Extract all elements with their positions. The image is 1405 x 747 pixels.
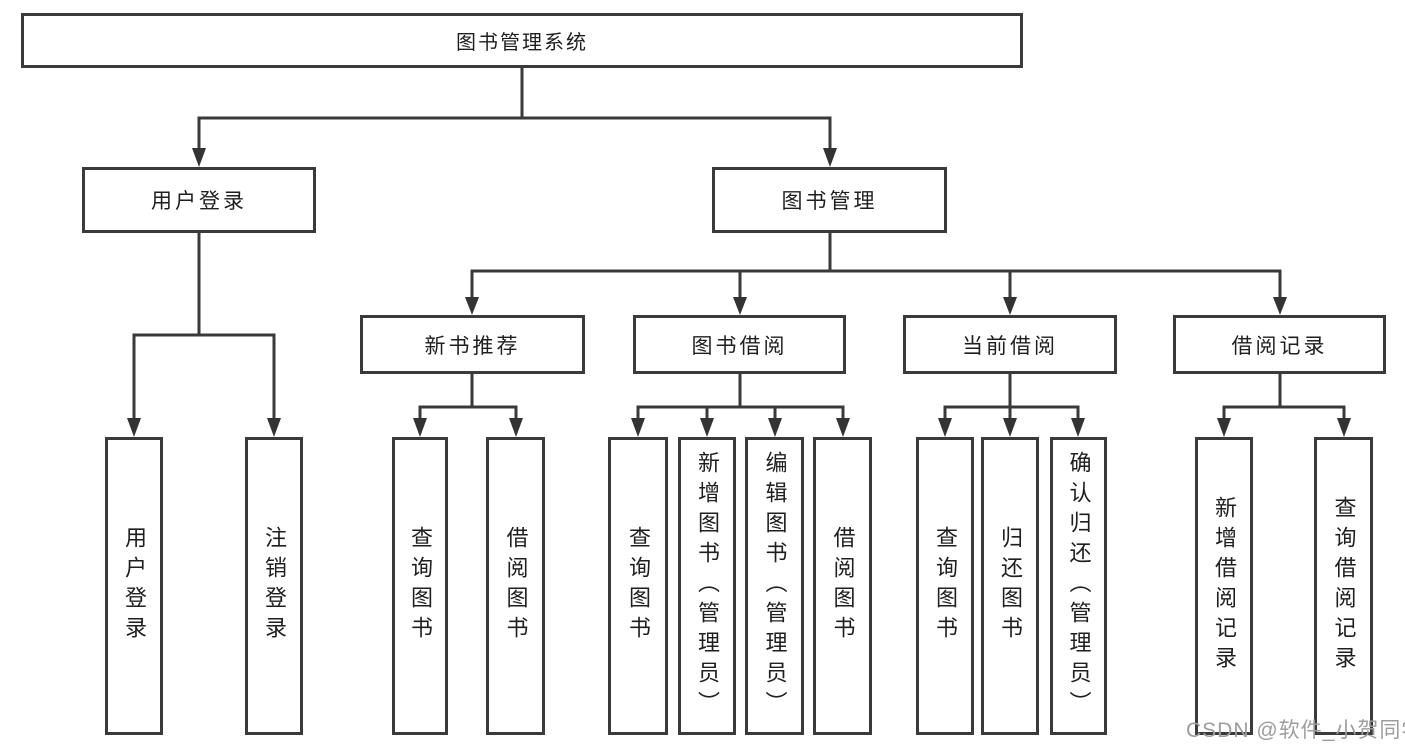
node-borrow-records-label: 借阅记录	[1231, 334, 1328, 358]
leaf-borrow-books-recommend-label: 借阅图书	[503, 526, 529, 646]
node-new-book-recommend-label: 新书推荐	[424, 334, 521, 358]
leaf-borrow-books-label: 借阅图书	[830, 526, 856, 646]
leaf-query-books-borrow-label: 查询图书	[626, 526, 651, 646]
node-book-management-label: 图书管理	[781, 190, 878, 213]
node-user-login: 用户登录	[82, 167, 316, 233]
node-book-management: 图书管理	[712, 167, 947, 233]
leaf-edit-book-admin-label: 编辑图书（管理员）	[762, 451, 788, 721]
node-user-login-label: 用户登录	[151, 190, 247, 213]
leaf-borrow-books-recommend: 借阅图书	[486, 437, 545, 735]
leaf-user-login-label: 用户登录	[122, 526, 147, 646]
leaf-add-borrow-record-label: 新增借阅记录	[1212, 496, 1237, 676]
leaf-query-books-recommend: 查询图书	[392, 437, 448, 735]
leaf-add-borrow-record: 新增借阅记录	[1195, 437, 1253, 735]
leaf-confirm-return-admin-label: 确认归还（管理员）	[1066, 451, 1092, 721]
leaf-return-book: 归还图书	[981, 437, 1039, 735]
node-current-borrow-label: 当前借阅	[962, 334, 1058, 358]
leaf-add-book-admin-label: 新增图书（管理员）	[695, 451, 720, 721]
node-root-label: 图书管理系统	[456, 32, 588, 54]
leaf-edit-book-admin: 编辑图书（管理员）	[745, 437, 804, 735]
node-book-borrow-label: 图书借阅	[691, 334, 788, 358]
leaf-user-login: 用户登录	[105, 437, 163, 735]
node-book-borrow: 图书借阅	[633, 315, 846, 374]
node-new-book-recommend: 新书推荐	[360, 315, 585, 374]
leaf-query-books-current: 查询图书	[916, 437, 974, 735]
leaf-query-books-borrow: 查询图书	[608, 437, 668, 735]
leaf-logout: 注销登录	[245, 437, 303, 735]
leaf-query-borrow-record: 查询借阅记录	[1314, 437, 1373, 735]
node-current-borrow: 当前借阅	[903, 315, 1117, 374]
leaf-add-book-admin: 新增图书（管理员）	[678, 437, 736, 735]
watermark-text: CSDN @软件_小贺同学	[1186, 719, 1405, 742]
leaf-confirm-return-admin: 确认归还（管理员）	[1050, 437, 1107, 735]
leaf-query-books-current-label: 查询图书	[933, 526, 958, 646]
leaf-query-books-recommend-label: 查询图书	[408, 526, 433, 646]
leaf-return-book-label: 归还图书	[998, 526, 1023, 646]
leaf-borrow-books: 借阅图书	[813, 437, 872, 735]
leaf-query-borrow-record-label: 查询借阅记录	[1331, 496, 1357, 676]
node-root: 图书管理系统	[21, 13, 1023, 68]
leaf-logout-label: 注销登录	[262, 526, 287, 646]
node-borrow-records: 借阅记录	[1173, 315, 1386, 374]
